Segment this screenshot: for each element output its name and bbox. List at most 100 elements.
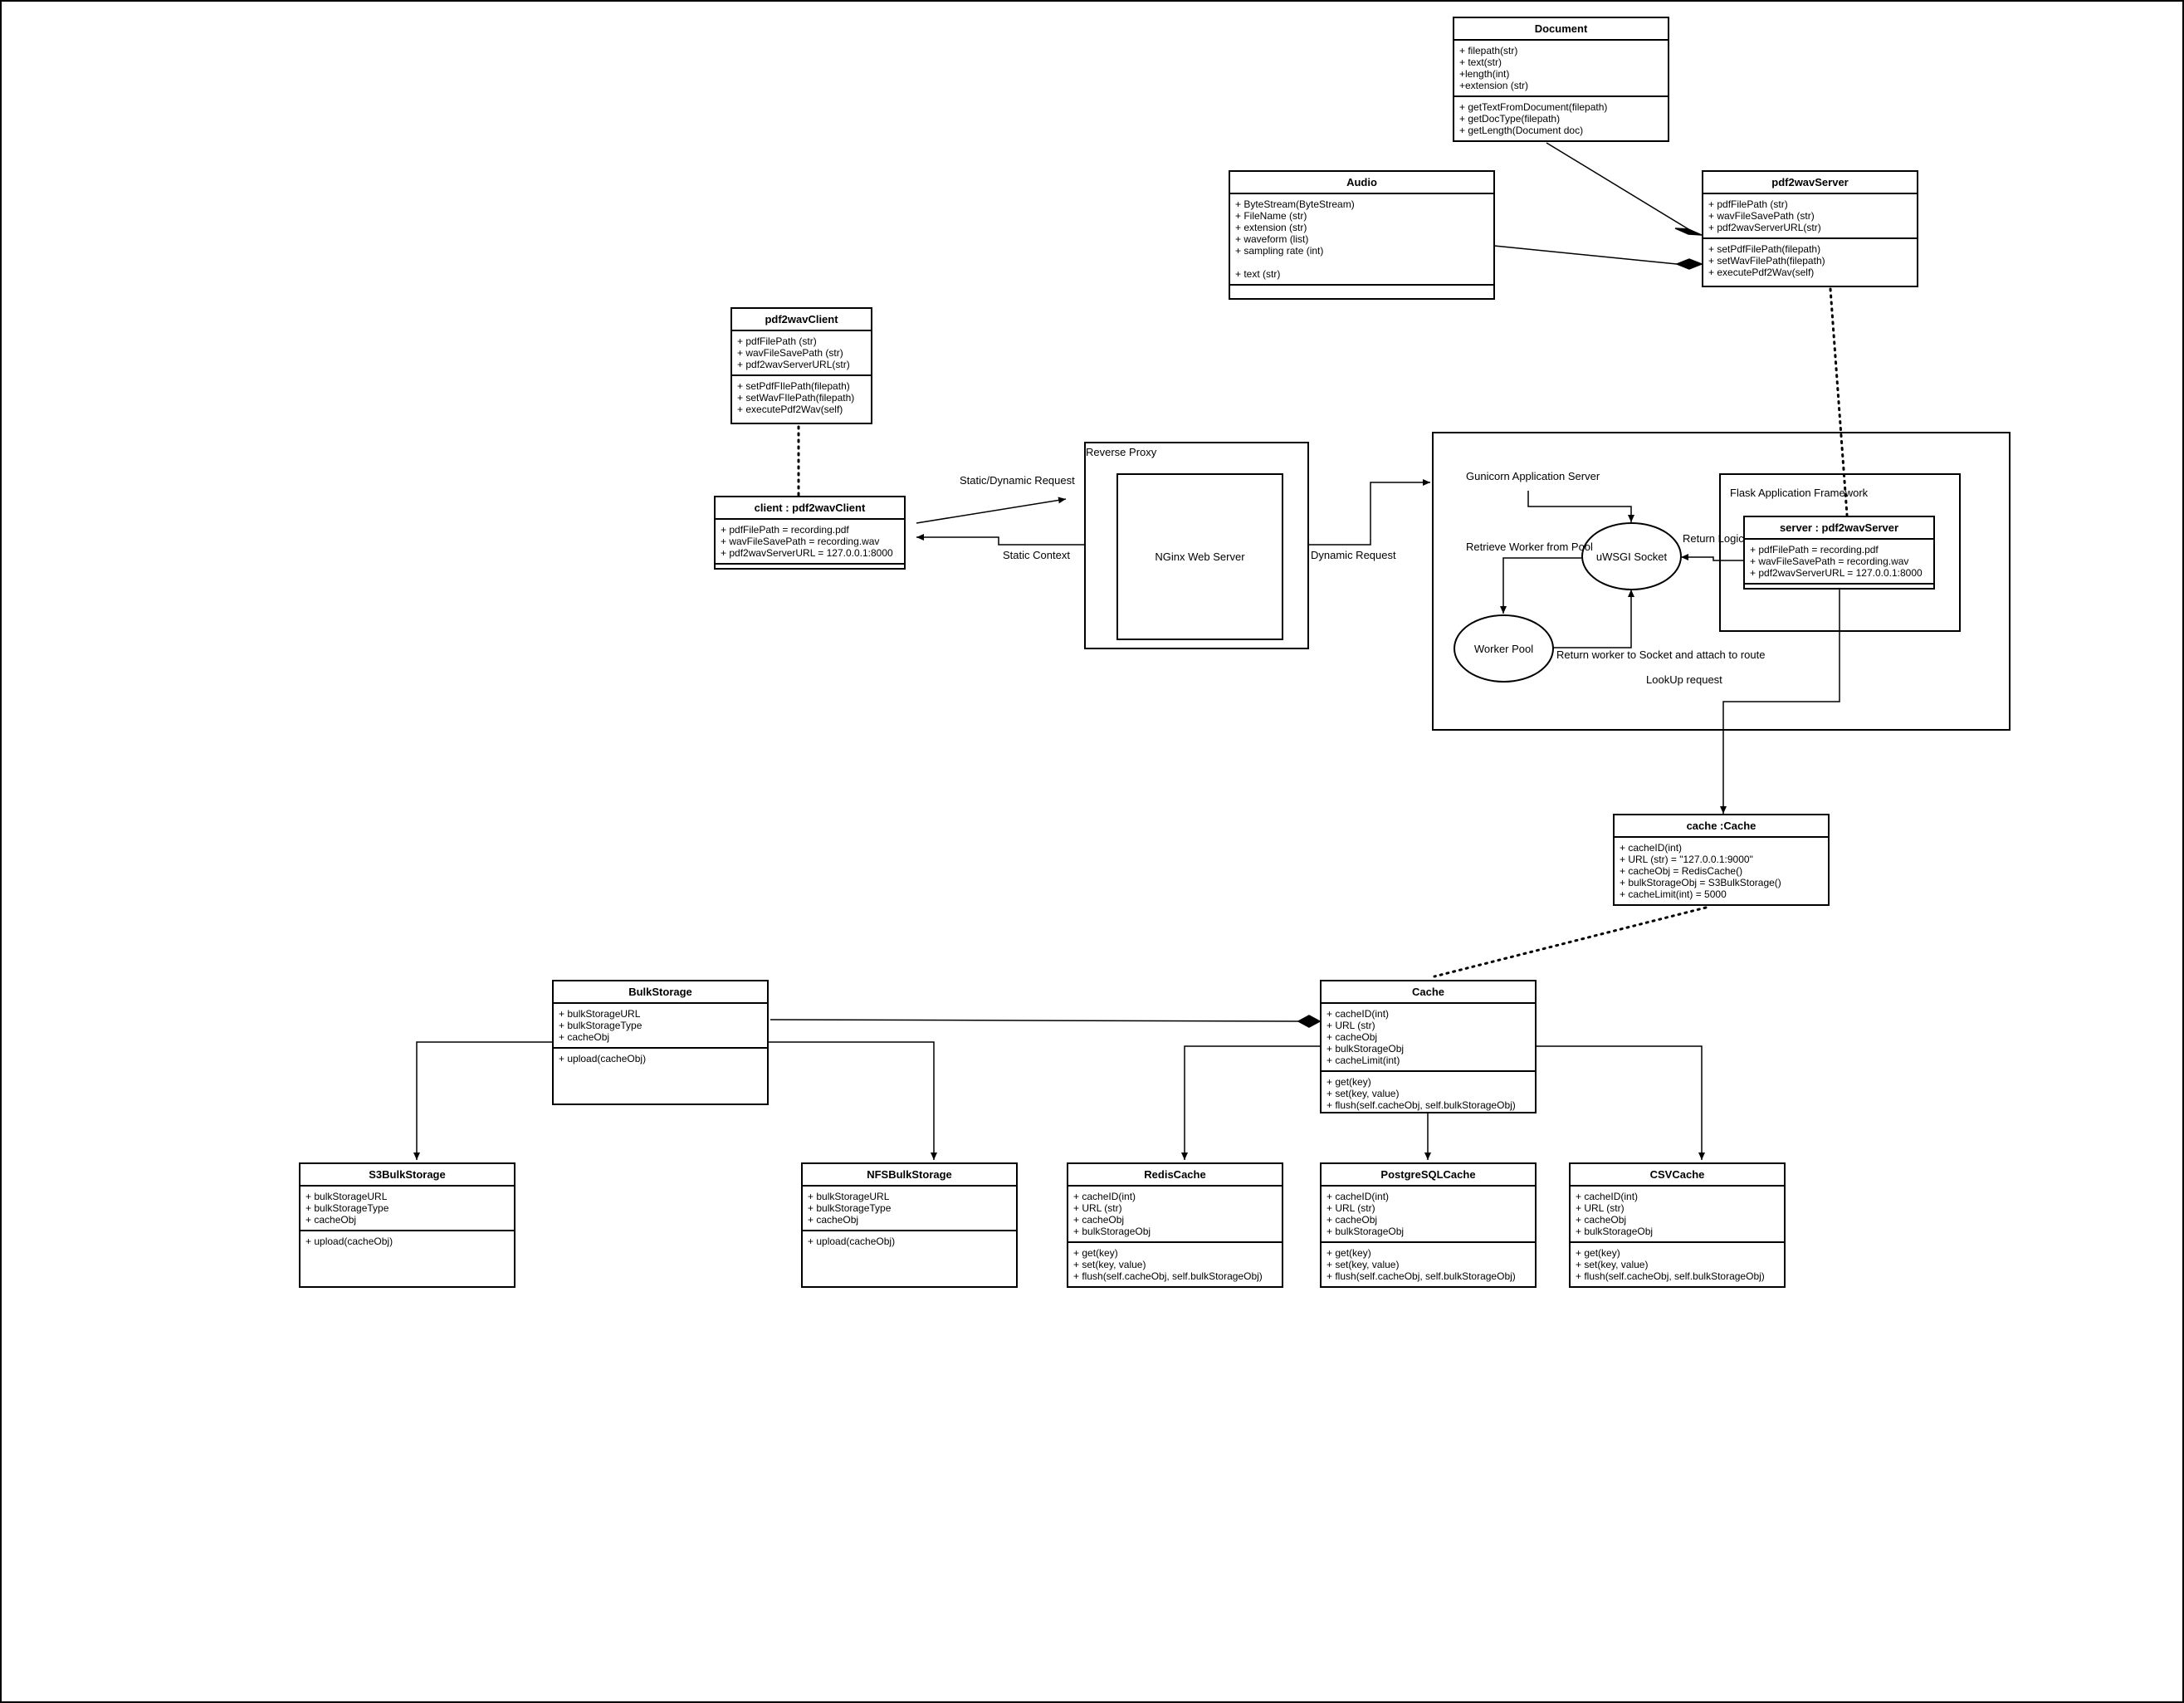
class-attribute: + sampling rate (int) [1235, 245, 1324, 257]
class-title: pdf2wavServer [1703, 172, 1917, 194]
worker-pool: Worker Pool [1454, 614, 1554, 683]
class-attribute: + wavFileSavePath (str) [737, 347, 843, 359]
class-method: + upload(cacheObj) [305, 1236, 393, 1247]
nginx-label: NGinx Web Server [1155, 551, 1245, 563]
class-attribute: + URL (str) = "127.0.0.1:9000" [1620, 854, 1753, 865]
cache-to-redis-arrow [1181, 1045, 1320, 1160]
class-attributes: + pdfFilePath (str)+ wavFileSavePath (st… [732, 331, 871, 376]
dynamic-request-arrow [1309, 479, 1430, 546]
class-title: S3BulkStorage [300, 1164, 514, 1187]
uwsgi-socket: uWSGI Socket [1581, 522, 1682, 590]
class-attribute: + ByteStream(ByteStream) [1235, 198, 1355, 210]
class-method: + set(key, value) [1327, 1259, 1400, 1270]
class-methods [1745, 585, 1933, 588]
cache-to-csv-arrow [1536, 1045, 1705, 1160]
class-nfs-bulk-storage: NFSBulkStorage+ bulkStorageURL+ bulkStor… [801, 1162, 1018, 1288]
class-attributes: + cacheID(int)+ URL (str)+ cacheObj+ bul… [1068, 1187, 1282, 1243]
object-client: client : pdf2wavClient+ pdfFilePath = re… [714, 496, 906, 570]
class-attribute: + bulkStorageType [559, 1020, 642, 1031]
class-method: + set(key, value) [1073, 1259, 1146, 1270]
class-methods: + getTextFromDocument(filepath)+ getDocT… [1454, 97, 1668, 140]
audio-to-server-composition [1493, 245, 1678, 265]
class-title: Document [1454, 18, 1668, 41]
class-attributes: + bulkStorageURL+ bulkStorageType+ cache… [300, 1187, 514, 1231]
class-attribute: + cacheObj [1327, 1214, 1378, 1226]
class-attribute: + bulkStorageObj [1073, 1226, 1151, 1237]
class-attribute: + bulkStorageType [305, 1202, 389, 1214]
class-methods: + get(key)+ set(key, value)+ flush(self.… [1322, 1072, 1535, 1115]
class-attribute: + bulkStorageObj [1327, 1043, 1405, 1055]
cache-instance-to-class-dotted [1433, 906, 1708, 978]
class-attribute: + cacheObj [559, 1031, 610, 1043]
class-attributes: + cacheID(int)+ URL (str)+ cacheObj+ bul… [1322, 1187, 1535, 1243]
static-context-label: Static Context [1003, 549, 1070, 561]
class-attributes: + bulkStorageURL+ bulkStorageType+ cache… [554, 1004, 767, 1049]
return-logic-label: Return Logic [1683, 532, 1744, 545]
class-title: PostgreSQLCache [1322, 1164, 1535, 1187]
class-attribute: + text (str) [1235, 268, 1281, 280]
class-attribute: + pdfFilePath (str) [1708, 198, 1788, 210]
class-attribute: + cacheID(int) [1620, 842, 1683, 854]
class-attribute: + URL (str) [1576, 1202, 1625, 1214]
class-attributes: + cacheID(int)+ URL (str) = "127.0.0.1:9… [1615, 838, 1828, 906]
document-composition-diamond [1674, 228, 1703, 236]
gunicorn-label: Gunicorn Application Server [1466, 470, 1600, 482]
class-method: + executePdf2Wav(self) [1708, 267, 1815, 278]
class-method: + get(key) [1576, 1247, 1620, 1259]
class-attribute: + pdfFilePath = recording.pdf [1750, 544, 1879, 555]
class-method: + flush(self.cacheObj, self.bulkStorageO… [1327, 1270, 1516, 1282]
class-attribute: +length(int) [1459, 68, 1510, 80]
class-method: + getTextFromDocument(filepath) [1459, 101, 1608, 113]
dynamic-request-label: Dynamic Request [1311, 549, 1396, 561]
class-attributes: + pdfFilePath (str)+ wavFileSavePath (st… [1703, 194, 1917, 239]
class-attributes: + cacheID(int)+ URL (str)+ cacheObj+ bul… [1322, 1004, 1535, 1072]
class-attributes: + pdfFilePath = recording.pdf+ wavFileSa… [1745, 540, 1933, 585]
class-attribute: + cacheID(int) [1327, 1191, 1390, 1202]
lookup-request-label: LookUp request [1646, 673, 1722, 686]
class-methods [1615, 906, 1828, 909]
class-methods [716, 565, 904, 568]
class-attribute: + cacheID(int) [1073, 1191, 1136, 1202]
class-title: server : pdf2wavServer [1745, 517, 1933, 540]
class-s3-bulk-storage: S3BulkStorage+ bulkStorageURL+ bulkStora… [299, 1162, 515, 1288]
class-attribute [1235, 257, 1488, 268]
class-method: + setWavFIlePath(filepath) [737, 392, 855, 404]
class-method: + executePdf2Wav(self) [737, 404, 843, 415]
class-attribute: + pdf2wavServerURL(str) [1708, 222, 1821, 233]
class-redis-cache: RedisCache+ cacheID(int)+ URL (str)+ cac… [1067, 1162, 1283, 1288]
class-attribute: + cacheLimit(int) [1327, 1055, 1400, 1066]
class-attribute: + bulkStorageObj [1576, 1226, 1654, 1237]
class-attributes: + pdfFilePath = recording.pdf+ wavFileSa… [716, 520, 904, 565]
bulkstorage-composition-diamond [1297, 1015, 1322, 1028]
class-attribute: + cacheObj = RedisCache() [1620, 865, 1743, 877]
class-method: + getDocType(filepath) [1459, 113, 1561, 125]
class-method: + flush(self.cacheObj, self.bulkStorageO… [1576, 1270, 1765, 1282]
class-title: cache :Cache [1615, 815, 1828, 838]
class-attribute: + text(str) [1459, 56, 1502, 68]
class-attributes: + bulkStorageURL+ bulkStorageType+ cache… [803, 1187, 1016, 1231]
class-attribute: + wavFileSavePath = recording.wav [721, 536, 880, 547]
class-postgresql-cache: PostgreSQLCache+ cacheID(int)+ URL (str)… [1320, 1162, 1537, 1288]
class-attribute: + cacheID(int) [1576, 1191, 1639, 1202]
class-method: + get(key) [1327, 1247, 1371, 1259]
class-title: Cache [1322, 981, 1535, 1004]
class-attribute: + bulkStorageURL [808, 1191, 890, 1202]
class-pdf2wav-client: pdf2wavClient+ pdfFilePath (str)+ wavFil… [730, 307, 872, 424]
class-document: Document+ filepath(str)+ text(str)+lengt… [1453, 17, 1669, 142]
class-attribute: + URL (str) [1327, 1020, 1375, 1031]
return-worker-label: Return worker to Socket and attach to ro… [1556, 648, 1766, 661]
class-attributes: + ByteStream(ByteStream)+ FileName (str)… [1230, 194, 1493, 286]
static-dynamic-request-label: Static/Dynamic Request [960, 474, 1075, 487]
class-csv-cache: CSVCache+ cacheID(int)+ URL (str)+ cache… [1569, 1162, 1786, 1288]
object-server: server : pdf2wavServer+ pdfFilePath = re… [1743, 516, 1935, 590]
class-attribute: + pdfFilePath = recording.pdf [721, 524, 849, 536]
flask-label: Flask Application Framework [1730, 487, 1869, 499]
class-methods: + setPdfFIlePath(filepath)+ setWavFIlePa… [732, 376, 871, 419]
class-attribute: + pdf2wavServerURL = 127.0.0.1:8000 [1750, 567, 1923, 579]
class-attribute: + pdfFilePath (str) [737, 335, 817, 347]
class-method: + get(key) [1073, 1247, 1118, 1259]
class-method: + get(key) [1327, 1076, 1371, 1088]
class-title: client : pdf2wavClient [716, 497, 904, 520]
class-methods: + setPdfFilePath(filepath)+ setWavFilePa… [1703, 239, 1917, 282]
class-attribute: + cacheObj [1073, 1214, 1125, 1226]
